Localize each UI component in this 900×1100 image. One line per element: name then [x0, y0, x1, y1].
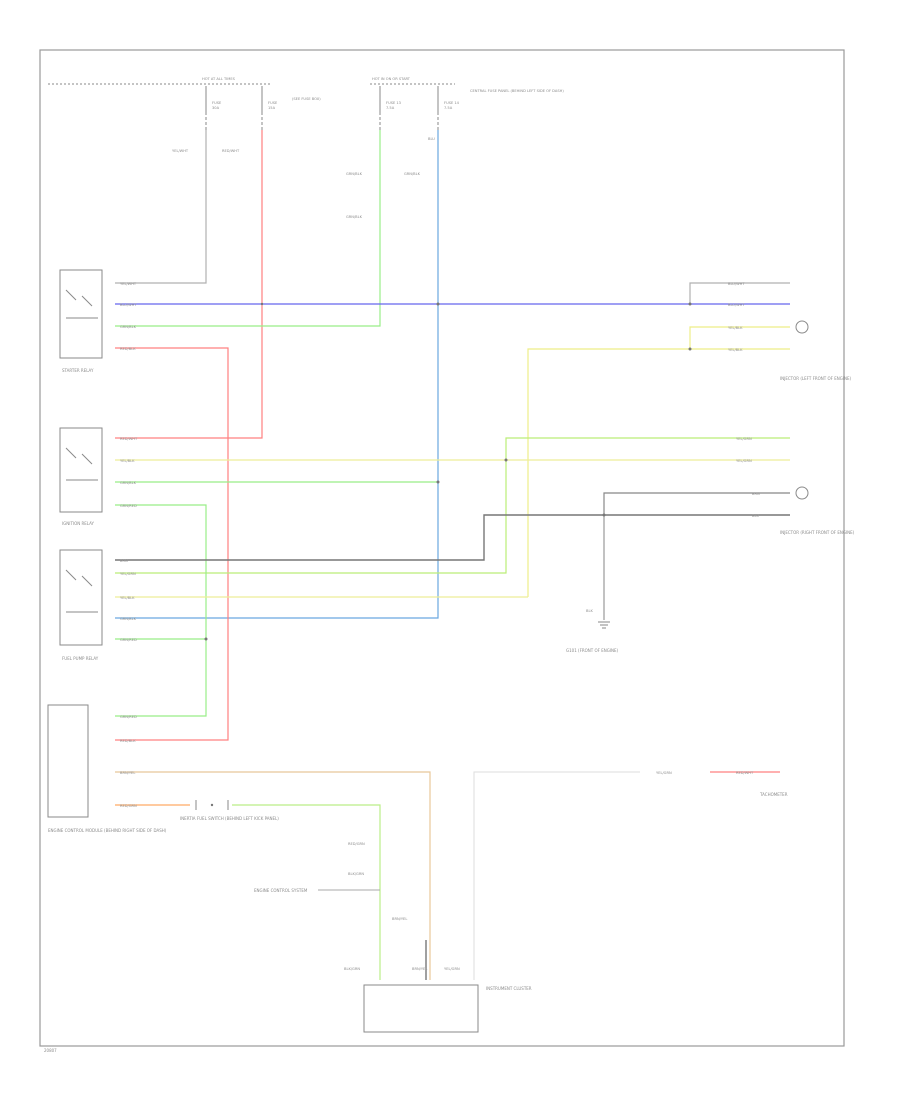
tach-pin-red-wht: RED/WHT [736, 771, 754, 775]
wire-brn-yel [115, 771, 431, 980]
instrument-cluster: INSTRUMENT CLUSTER BLK/GRN BRN/YEL YEL/G… [344, 967, 532, 1033]
pin-label-red-blk: RED/BLK [120, 347, 136, 351]
inj-right-pin-yel-grn-2: YEL/GRN [736, 459, 752, 463]
fuse-box-left-title: HOT AT ALL TIMES [202, 77, 236, 81]
inj-left-pin-blu-wht: BLU/WHT [728, 282, 745, 286]
cluster-pin-blk-grn: BLK/GRN [344, 967, 360, 971]
pin-label-yel-blk: YEL/BLK [120, 459, 135, 463]
pin-label-blu-wht: BLU/WHT [120, 303, 137, 307]
cluster-pin-yel-grn: YEL/GRN [444, 967, 460, 971]
pin-label-grn-blk-2: GRN/BLK [120, 481, 137, 485]
fuse-box-right: HOT IN ON OR START FUSE 13 7.5A FUSE 14 … [370, 77, 564, 130]
ground-g101: BLK G101 (FRONT OF ENGINE) [566, 609, 619, 653]
wire-label-blk-grn: BLK/GRN [348, 872, 364, 876]
wire-red-wht [115, 130, 263, 439]
tachometer-label: TACHOMETER [759, 792, 788, 797]
wire-to-tach [473, 771, 640, 980]
engine-control-module: ENGINE CONTROL MODULE (BEHIND RIGHT SIDE… [47, 704, 167, 833]
pin-label-yel-blk-2: YEL/BLK [120, 596, 135, 600]
wire-grn-blk-fuse13 [115, 130, 381, 327]
ground-label: G101 (FRONT OF ENGINE) [566, 648, 619, 653]
tach-pin-yel-grn: YEL/GRN [656, 771, 672, 775]
fuse-box-right-side-label: CENTRAL FUSE PANEL (BEHIND LEFT SIDE OF … [470, 89, 564, 93]
fuse-b-name: FUSE [268, 101, 278, 105]
wire-brn-blk [115, 514, 790, 561]
fuse-box-left-side-label: (SEE FUSE BOX) [292, 97, 321, 101]
ecm-pin-brn-yel: BRN/YEL [120, 771, 135, 775]
inj-left-pin-blu-wht-2: BLU/WHT [728, 303, 745, 307]
instrument-cluster-label: INSTRUMENT CLUSTER [486, 986, 532, 991]
injector-left: BLU/WHT BLU/WHT YEL/BLK YEL/BLK INJECTOR… [728, 282, 852, 381]
diagram-code: 20807 [44, 1048, 57, 1053]
starter-relay-label: STARTER RELAY [62, 368, 94, 373]
ignition-relay: IGNITION RELAY RED/WHT YEL/BLK GRN/BLK G… [59, 427, 138, 526]
wire-label-brn-yel-vert: BRN/YEL [392, 917, 407, 921]
fuse-box-right-title: HOT IN ON OR START [372, 77, 411, 81]
pin-label-brn: BRN [120, 559, 128, 563]
pin-label-red-wht: RED/WHT [120, 437, 138, 441]
inj-right-pin-brn: BRN [752, 492, 760, 496]
ignition-relay-label: IGNITION RELAY [62, 521, 95, 526]
wire-blu [115, 130, 439, 619]
fuse-13-rating: 7.5A [386, 106, 395, 110]
pin-label-yel-grn: YEL/GRN [120, 572, 136, 576]
inertia-switch-label: INERTIA FUEL SWITCH (BEHIND LEFT KICK PA… [180, 816, 279, 821]
wire-yel-grn [115, 437, 790, 574]
wire-grn-red [115, 504, 207, 717]
fuse-b-rating: 15A [268, 106, 276, 110]
wire-yel-blk-left [527, 348, 790, 597]
ecm-label: ENGINE CONTROL MODULE (BEHIND RIGHT SIDE… [48, 828, 167, 833]
wire-label-yel-wht-top: YEL/WHT [172, 149, 189, 153]
inj-left-pin-yel-blk-2: YEL/BLK [728, 348, 743, 352]
pin-label-grn-red: GRN/RED [120, 504, 137, 508]
wire-yel-wht-fuse [115, 130, 207, 284]
starter-relay: STARTER RELAY YEL/WHT BLU/WHT GRN/BLK RE… [59, 269, 137, 373]
inj-right-pin-blk: BLK [752, 514, 759, 518]
fuel-pump-relay-label: FUEL PUMP RELAY [62, 656, 99, 661]
pin-label-yel-wht: YEL/WHT [120, 282, 137, 286]
fuse-13-name: FUSE 13 [386, 101, 401, 105]
diagram-frame [39, 49, 845, 1047]
wire-label-red-grn-vert: RED/GRN [348, 842, 365, 846]
fuse-14-name: FUSE 14 [444, 101, 460, 105]
wire-label-grn-blk-top2: GRN/BLK [404, 172, 421, 176]
ecm-pin-red-blk: RED/BLK [120, 739, 136, 743]
injector-right-label: INJECTOR (RIGHT FRONT OF ENGINE) [780, 530, 855, 535]
pin-label-grn-blk-3: GRN/BLK [120, 617, 137, 621]
fuse-a-rating: 30A [212, 106, 220, 110]
wire-label-blu-top: BLU [428, 137, 435, 141]
wire-label-red-wht-top: RED/WHT [222, 149, 240, 153]
fuse-box-left: HOT AT ALL TIMES FUSE 30A FUSE 15A (SEE … [48, 77, 321, 130]
inj-right-pin-yel-grn: YEL/GRN [736, 437, 752, 441]
inj-left-pin-yel-blk: YEL/BLK [728, 326, 743, 330]
fuse-14-rating: 7.5A [444, 106, 453, 110]
pin-label-grn-blk: GRN/BLK [120, 325, 137, 329]
wire-label-grn-blk-top: GRN/BLK [346, 172, 363, 176]
fuse-a-name: FUSE [212, 101, 222, 105]
inertia-switch: INERTIA FUEL SWITCH (BEHIND LEFT KICK PA… [180, 800, 279, 821]
wire-red-blk-starter [115, 347, 229, 741]
ecm-pin-red-grn: RED/GRN [120, 804, 137, 808]
cluster-pin-brn-yel: BRN/YEL [412, 967, 427, 971]
injector-right: YEL/GRN YEL/GRN BRN BLK INJECTOR (RIGHT … [736, 437, 855, 535]
pin-label-grn-red-2: GRN/RED [120, 638, 137, 642]
ground-wire-label: BLK [586, 609, 593, 613]
injector-left-label: INJECTOR (LEFT FRONT OF ENGINE) [780, 376, 852, 381]
wire-label-grn-blk-mid: GRN/BLK [346, 215, 363, 219]
engine-control-system-label: ENGINE CONTROL SYSTEM [254, 888, 308, 893]
ecm-pin-grn-red: GRN/RED [120, 715, 137, 719]
fuel-pump-relay: FUEL PUMP RELAY BRN YEL/GRN YEL/BLK GRN/… [59, 549, 137, 661]
tachometer: YEL/GRN RED/WHT TACHOMETER [656, 771, 788, 797]
